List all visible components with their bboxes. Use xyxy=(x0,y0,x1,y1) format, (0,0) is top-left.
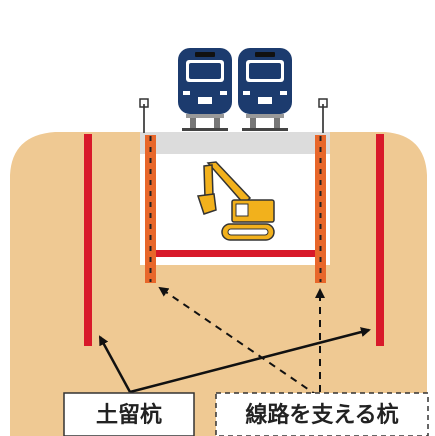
train-car-right xyxy=(238,48,292,131)
track-deck xyxy=(140,132,330,154)
support-pile-left xyxy=(145,135,156,283)
signal-pole-icon xyxy=(139,98,149,133)
excavator-icon xyxy=(196,161,275,241)
retaining-pile-right xyxy=(376,134,384,346)
support-pile-right xyxy=(315,135,326,283)
retaining-pile-left xyxy=(84,134,92,346)
train-car-left xyxy=(178,48,232,131)
label-track-support-pile: 線路を支える杭 xyxy=(215,392,429,436)
signal-pole-icon xyxy=(318,98,328,133)
train-icon xyxy=(178,48,292,131)
label-retaining-pile: 土留杭 xyxy=(63,392,195,436)
label-retaining-pile-text: 土留杭 xyxy=(96,402,162,428)
leader-arrow-retaining-right xyxy=(129,327,371,394)
leader-arrow-retaining-left xyxy=(98,335,132,393)
ground-area xyxy=(10,132,427,436)
bottom-strut xyxy=(146,250,324,257)
label-track-support-pile-text: 線路を支える杭 xyxy=(245,402,398,428)
excavation-pit xyxy=(140,132,330,265)
leader-arrow-support-left xyxy=(158,286,319,397)
